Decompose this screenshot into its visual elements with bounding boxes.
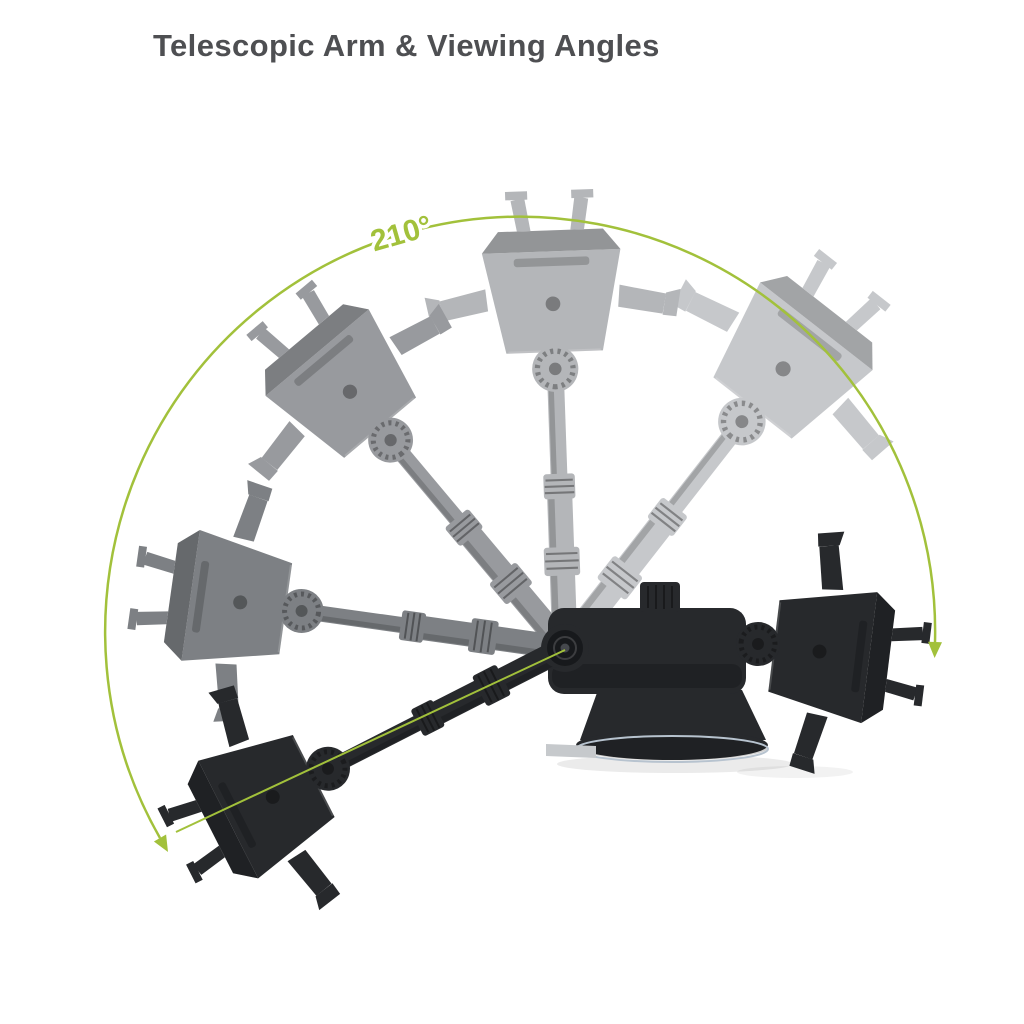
mount-position-left-ghost (116, 467, 590, 770)
base-neck (580, 690, 766, 740)
page-title: Telescopic Arm & Viewing Angles (153, 28, 660, 63)
angle-radius-line (175, 649, 566, 833)
arc-arrowhead-right-icon (928, 641, 942, 658)
base-body (548, 608, 746, 694)
base-adjust-knob (640, 582, 680, 612)
angle-value-label: 210° (367, 209, 436, 258)
angle-annotation: 210° (103, 206, 942, 852)
suction-pull-tab (546, 744, 596, 758)
arc-arrowhead-left-icon (153, 834, 168, 852)
angle-arc (103, 215, 937, 839)
pivot-cap (547, 630, 583, 666)
